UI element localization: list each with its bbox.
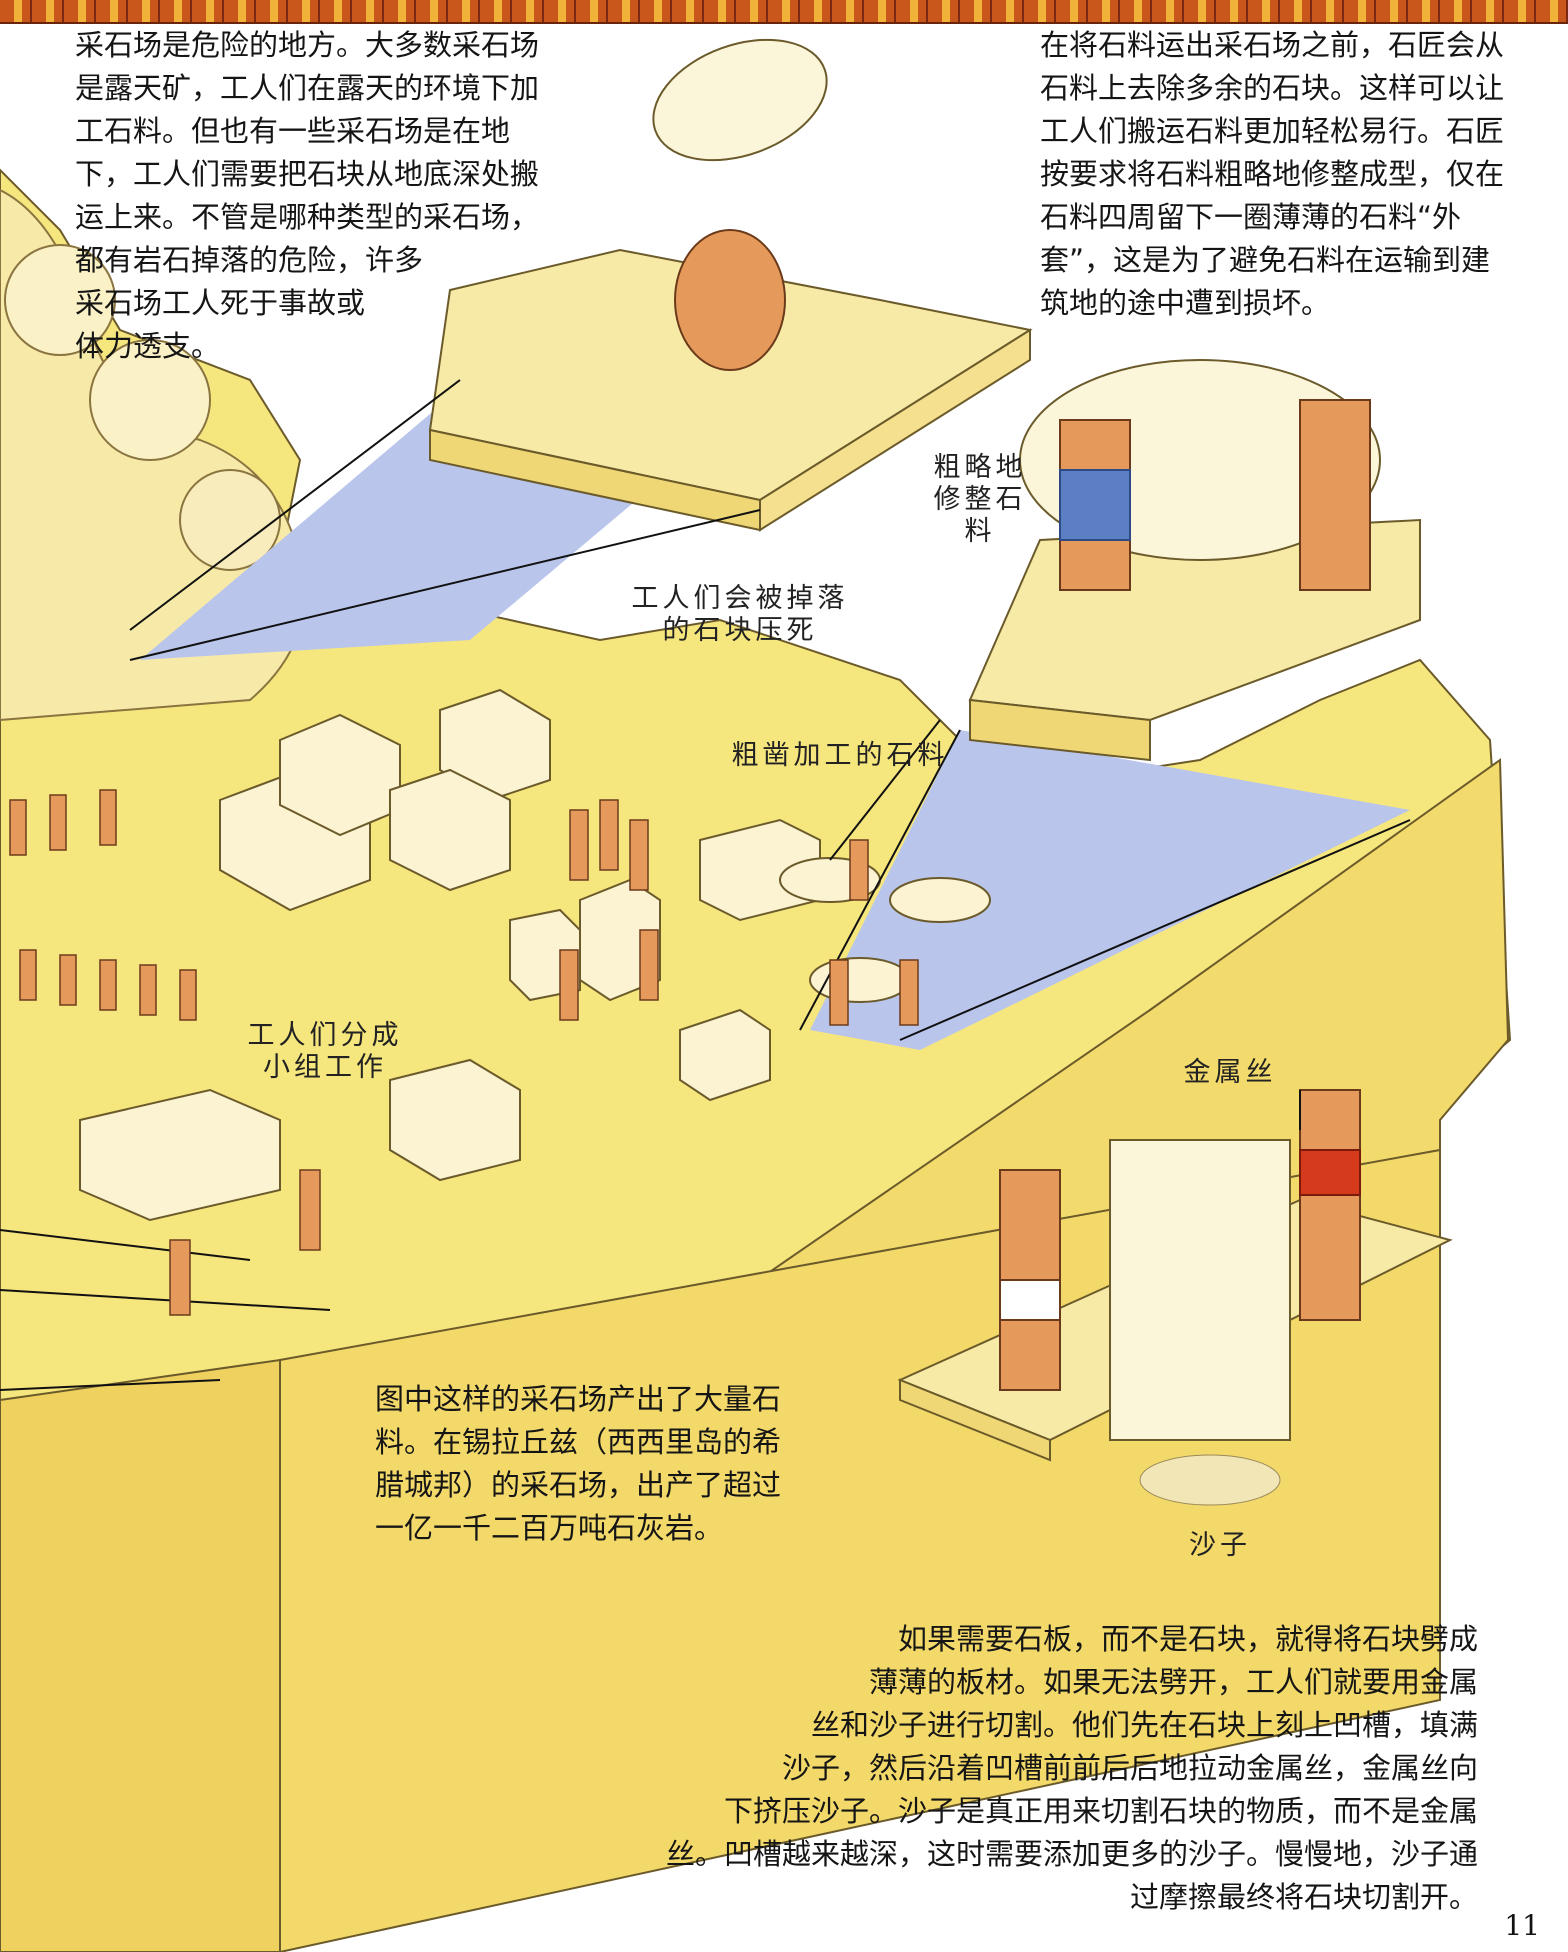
text-line: 都有岩石掉落的危险，许多 — [75, 243, 424, 277]
text-line: 丝和沙子进行切割。他们先在石块上刻上凹槽，填满 — [810, 1708, 1478, 1742]
label-line: 粗凿加工的石料 — [731, 740, 949, 771]
text-line: 过摩擦最终将石块切割开。 — [1129, 1880, 1478, 1914]
text-line: 在将石料运出采石场之前，石匠会从 — [1040, 28, 1505, 62]
label-line: 金属丝 — [1183, 1057, 1277, 1088]
label-line: 粗略地 — [933, 452, 1027, 483]
text-line: 按要求将石料粗略地修整成型，仅在 — [1040, 157, 1505, 191]
text-line: 料。在锡拉丘兹（西西里岛的希 — [375, 1425, 782, 1459]
label-line: 的石块压死 — [662, 615, 818, 646]
text-line: 如果需要石板，而不是石块，就得将石块劈成 — [897, 1622, 1478, 1656]
cutting-paragraph: 如果需要石板，而不是石块，就得将石块劈成 薄薄的板材。如果无法劈开，工人们就要用… — [666, 1618, 1478, 1919]
text-line: 腊城邦）的采石场，出产了超过 — [375, 1468, 782, 1502]
text-line: 石料四周留下一圈薄薄的石料“外 — [1040, 200, 1462, 234]
text-line: 是露天矿，工人们在露天的环境下加 — [75, 71, 540, 105]
label-line: 修整石料 — [933, 484, 1027, 547]
text-line: 体力透支。 — [75, 329, 221, 363]
text-line: 采石场是危险的地方。大多数采石场 — [75, 28, 540, 62]
label-line: 工人们会被掉落 — [631, 583, 849, 614]
text-line: 一亿一千二百万吨石灰岩。 — [375, 1511, 724, 1545]
text-line: 运上来。不管是哪种类型的采石场， — [75, 200, 540, 234]
roughed-stone-label: 粗凿加工的石料 — [720, 740, 960, 772]
rough-shape-paragraph: 在将石料运出采石场之前，石匠会从 石料上去除多余的石块。这样可以让 工人们搬运石… — [1040, 24, 1504, 325]
label-line: 工人们分成 — [247, 1020, 403, 1051]
crushed-label: 工人们会被掉落 的石块压死 — [620, 583, 860, 647]
danger-paragraph: 采石场是危险的地方。大多数采石场 是露天矿，工人们在露天的环境下加 工石料。但也… — [75, 24, 539, 368]
text-line: 沙子，然后沿着凹槽前前后后地拉动金属丝，金属丝向 — [781, 1751, 1478, 1785]
text-line: 工石料。但也有一些采石场是在地 — [75, 114, 511, 148]
text-line: 石料上去除多余的石块。这样可以让 — [1040, 71, 1505, 105]
wire-label: 金属丝 — [1170, 1057, 1290, 1089]
rough-trim-label: 粗略地 修整石料 — [920, 452, 1040, 548]
text-line: 采石场工人死于事故或 — [75, 286, 366, 320]
page-number: 11 — [1504, 1909, 1540, 1942]
label-line: 沙子 — [1189, 1530, 1251, 1561]
text-line: 图中这样的采石场产出了大量石 — [375, 1382, 782, 1416]
text-line: 下挤压沙子。沙子是真正用来切割石块的物质，而不是金属 — [723, 1794, 1478, 1828]
groups-label: 工人们分成 小组工作 — [235, 1020, 415, 1084]
text-line: 薄薄的板材。如果无法劈开，工人们就要用金属 — [868, 1665, 1478, 1699]
label-line: 小组工作 — [263, 1052, 387, 1083]
text-line: 工人们搬运石料更加轻松易行。石匠 — [1040, 114, 1505, 148]
text-line: 套”，这是为了避免石料在运输到建 — [1040, 243, 1491, 277]
text-line: 下，工人们需要把石块从地底深处搬 — [75, 157, 540, 191]
decorative-top-border — [0, 0, 1568, 24]
sand-label: 沙子 — [1185, 1530, 1255, 1562]
text-line: 筑地的途中遭到损坏。 — [1040, 286, 1331, 320]
text-line: 丝。凹槽越来越深，这时需要添加更多的沙子。慢慢地，沙子通 — [665, 1837, 1478, 1871]
output-paragraph: 图中这样的采石场产出了大量石 料。在锡拉丘兹（西西里岛的希 腊城邦）的采石场，出… — [375, 1378, 781, 1550]
